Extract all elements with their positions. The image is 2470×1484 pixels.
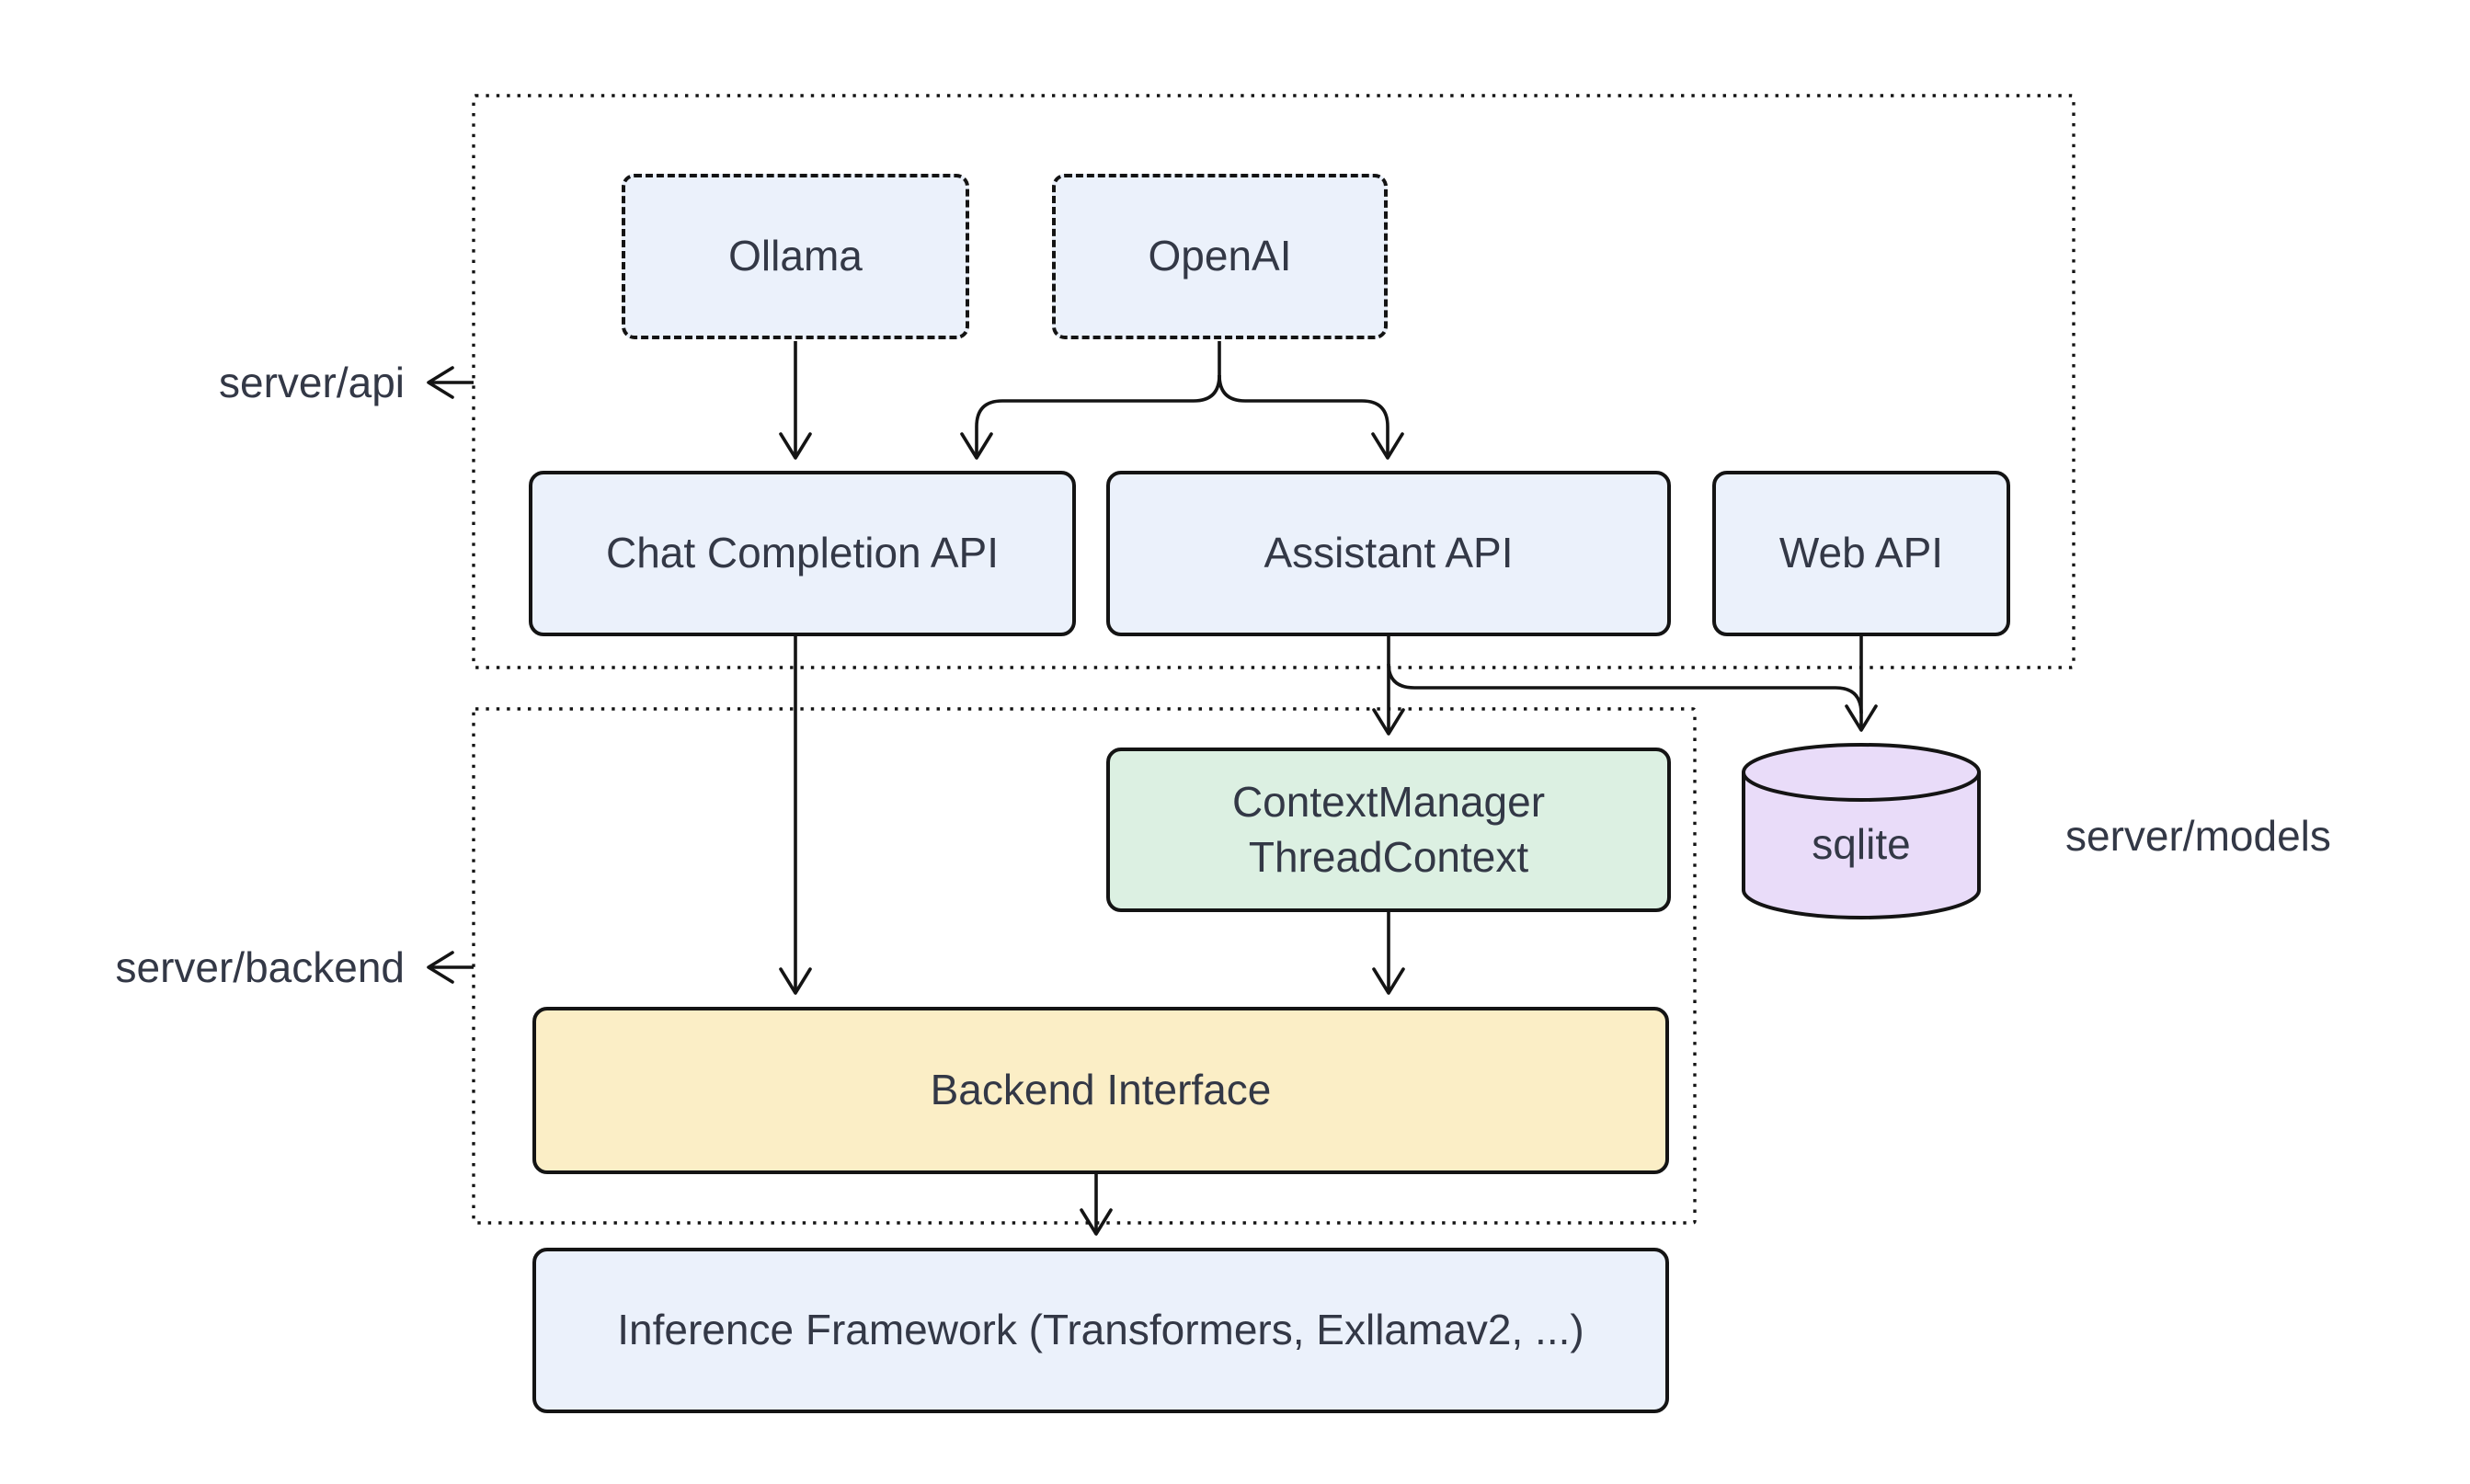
node-ollama: Ollama (622, 174, 969, 339)
node-chat-completion-api: Chat Completion API (529, 471, 1076, 636)
zone-label-server-api: server/api (219, 359, 405, 406)
arrow-openai-to-assistant (1218, 374, 1404, 460)
node-web-api: Web API (1712, 471, 2010, 636)
node-assistant-api-label: Assistant API (1264, 529, 1514, 577)
edge-assistant-branch-to-sqlite (1387, 663, 1863, 714)
zone-label-server-backend: server/backend (115, 943, 406, 991)
node-web-api-label: Web API (1778, 529, 1944, 577)
sqlite-cylinder (1742, 743, 1981, 919)
node-openai: OpenAI (1052, 174, 1388, 339)
arrow-openai-to-chat (960, 374, 1221, 460)
node-ollama-label: Ollama (728, 232, 863, 280)
node-chat-completion-api-label: Chat Completion API (605, 529, 999, 577)
server-api-container (472, 94, 2075, 669)
node-backend-interface: Backend Interface (532, 1007, 1669, 1174)
node-sqlite-label: sqlite (1812, 820, 1911, 868)
node-inference-framework: Inference Framework (Transformers, Exlla… (532, 1248, 1669, 1413)
node-context-manager-line1: ContextManager (1231, 777, 1546, 826)
node-context-manager: ContextManager ThreadContext (1106, 748, 1671, 912)
node-context-manager-line2: ThreadContext (1248, 832, 1529, 881)
zone-label-server-models: server/models (2065, 812, 2331, 860)
node-assistant-api: Assistant API (1106, 471, 1671, 636)
node-inference-framework-label: Inference Framework (Transformers, Exlla… (617, 1306, 1584, 1354)
node-backend-interface-label: Backend Interface (930, 1066, 1272, 1114)
node-openai-label: OpenAI (1148, 232, 1292, 280)
